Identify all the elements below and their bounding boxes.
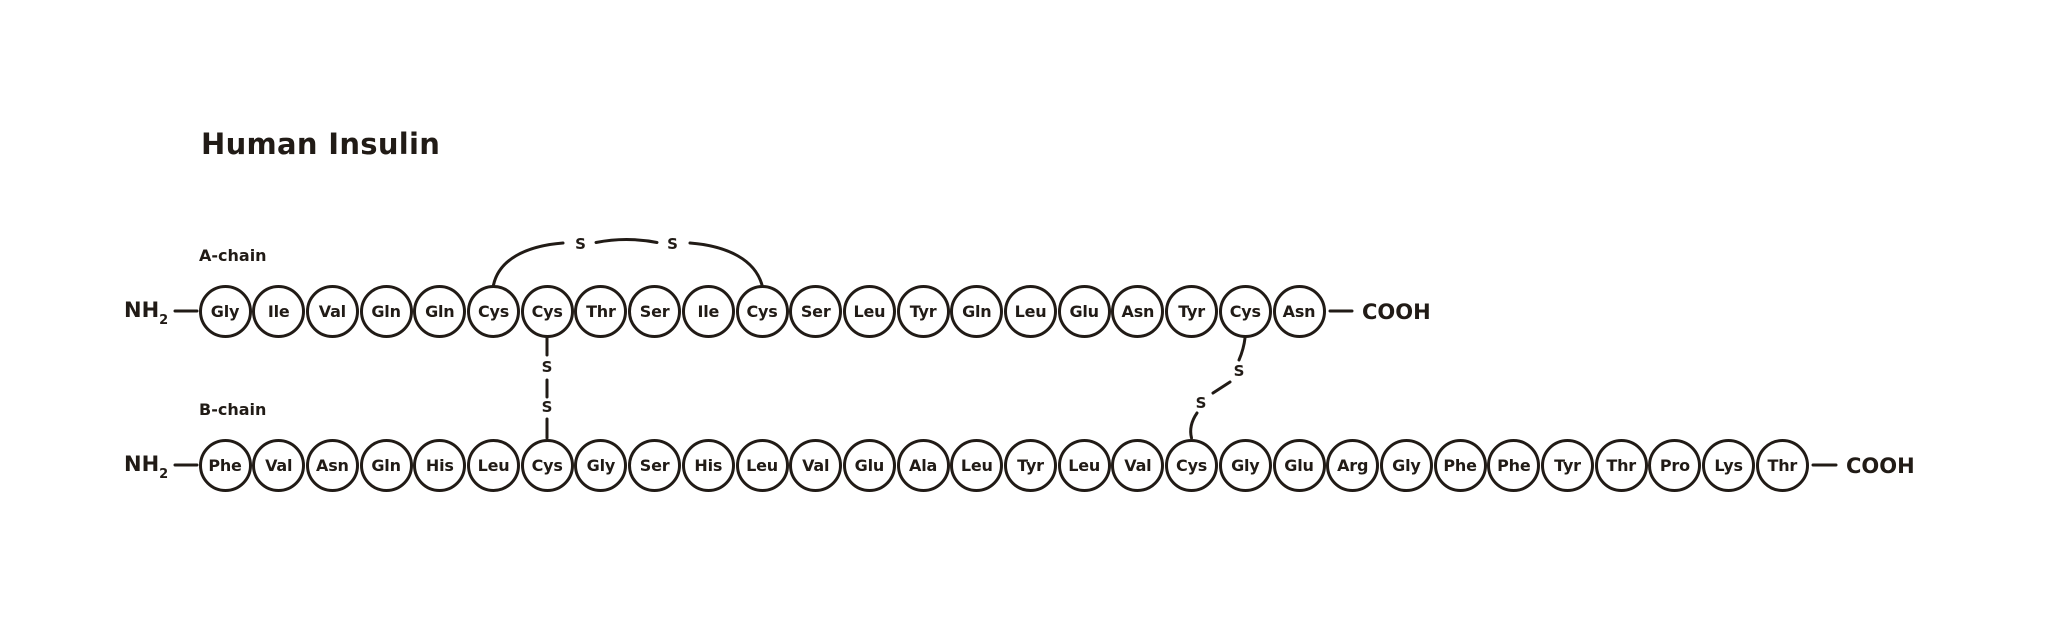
b-chain-residue-17-leu: Leu	[1057, 438, 1111, 492]
b-chain-residue-4-gln: Gln	[359, 438, 413, 492]
a-chain-residue-20-cys: Cys	[1218, 284, 1272, 338]
b-chain-residue-12-val: Val	[789, 438, 843, 492]
b-chain-residue-20-gly: Gly	[1218, 438, 1272, 492]
a-chain-residue-3-val: Val	[305, 284, 359, 338]
a-chain-c-terminus: COOH	[1362, 300, 1431, 324]
b-chain-c-terminus: COOH	[1846, 454, 1915, 478]
b-chain-residue-30-thr: Thr	[1755, 438, 1809, 492]
sulfur-label: S	[575, 235, 586, 253]
b-chain-residue-27-thr: Thr	[1594, 438, 1648, 492]
a-chain-nh-text: NH	[124, 298, 160, 322]
b-chain-residue-3-asn: Asn	[305, 438, 359, 492]
disulfide-bond-a6-a11: S S	[492, 235, 764, 287]
bond-a20-b19-upper-curve	[1237, 336, 1247, 362]
a-chain-residue-18-asn: Asn	[1111, 284, 1165, 338]
b-chain-residue-11-leu: Leu	[735, 438, 789, 492]
b-chain-residue-25-phe: Phe	[1487, 438, 1541, 492]
b-chain-residue-18-val: Val	[1111, 438, 1165, 492]
b-chain-residue-14-ala: Ala	[896, 438, 950, 492]
b-chain-residue-21-glu: Glu	[1272, 438, 1326, 492]
a-chain-residue-9-ser: Ser	[628, 284, 682, 338]
sulfur-label: S	[542, 398, 553, 416]
b-chain-residue-10-his: His	[681, 438, 735, 492]
bond-a20-b19-lower-curve	[1189, 411, 1199, 440]
b-chain-n-terminus: NH2	[124, 452, 169, 482]
b-chain-residue-2-val: Val	[252, 438, 306, 492]
a-chain-residue-14-tyr: Tyr	[896, 284, 950, 338]
b-chain-residue-23-gly: Gly	[1379, 438, 1433, 492]
b-chain-label: B-chain	[199, 400, 267, 419]
b-chain-residue-22-arg: Arg	[1326, 438, 1380, 492]
b-chain-residue-26-tyr: Tyr	[1541, 438, 1594, 492]
disulfide-bond-a7-b7: S S	[542, 336, 553, 440]
a-chain-residue-21-asn: Asn	[1272, 284, 1326, 338]
b-chain-residue-15-leu: Leu	[950, 438, 1004, 492]
a-chain-residue-8-thr: Thr	[574, 284, 628, 338]
sulfur-label: S	[667, 235, 678, 253]
a-chain-residue-6-cys: Cys	[467, 284, 520, 338]
b-chain-residue-8-gly: Gly	[574, 438, 628, 492]
a-chain-residue-12-ser: Ser	[789, 284, 843, 338]
terminus-connectors	[173, 309, 1838, 467]
a-chain-residue-5-gln: Gln	[413, 284, 467, 338]
a-chain-residue-15-gln: Gln	[950, 284, 1004, 338]
bond-a6-a11-left-arc	[492, 241, 565, 287]
b-chain-residue-13-glu: Glu	[842, 438, 896, 492]
a-chain-nh-subscript: 2	[159, 313, 169, 328]
b-chain-residue-1-phe: Phe	[198, 438, 252, 492]
b-chain-residue-6-leu: Leu	[467, 438, 520, 492]
bond-a6-a11-right-arc	[688, 241, 764, 287]
b-chain-residue-29-lys: Lys	[1702, 438, 1756, 492]
a-chain-residue-16-leu: Leu	[1004, 284, 1057, 338]
b-chain-nh-text: NH	[124, 452, 160, 476]
a-chain-n-terminus: NH2	[124, 298, 169, 328]
b-chain-residue-7-cys: Cys	[520, 438, 574, 492]
b-chain-nh-subscript: 2	[159, 467, 169, 482]
a-chain-residue-11-cys: Cys	[735, 284, 789, 338]
a-chain-residue-7-cys: Cys	[520, 284, 574, 338]
sulfur-label: S	[1234, 362, 1245, 380]
a-chain-residue-1-gly: Gly	[198, 284, 252, 338]
sulfur-label: S	[1196, 394, 1207, 412]
bond-a6-a11-middle-link	[594, 238, 659, 244]
b-chain-residue-24-phe: Phe	[1433, 438, 1487, 492]
a-chain-residue-17-glu: Glu	[1057, 284, 1111, 338]
b-chain-residue-9-ser: Ser	[628, 438, 682, 492]
b-chain-residue-16-tyr: Tyr	[1004, 438, 1057, 492]
a-chain-residue-2-ile: Ile	[252, 284, 306, 338]
a-chain-residue-13-leu: Leu	[842, 284, 896, 338]
b-chain-residue-19-cys: Cys	[1165, 438, 1219, 492]
a-chain-label: A-chain	[199, 246, 267, 265]
b-chain-residue-28-pro: Pro	[1648, 438, 1702, 492]
bond-a20-b19-middle-segment	[1211, 380, 1232, 395]
b-chain-residue-5-his: His	[413, 438, 467, 492]
sulfur-label: S	[542, 358, 553, 376]
a-chain-residue-4-gln: Gln	[359, 284, 413, 338]
page-title: Human Insulin	[201, 127, 441, 161]
disulfide-bond-a20-b19: S S	[1189, 336, 1247, 440]
a-chain-residue-19-tyr: Tyr	[1165, 284, 1219, 338]
a-chain-residue-10-ile: Ile	[681, 284, 735, 338]
